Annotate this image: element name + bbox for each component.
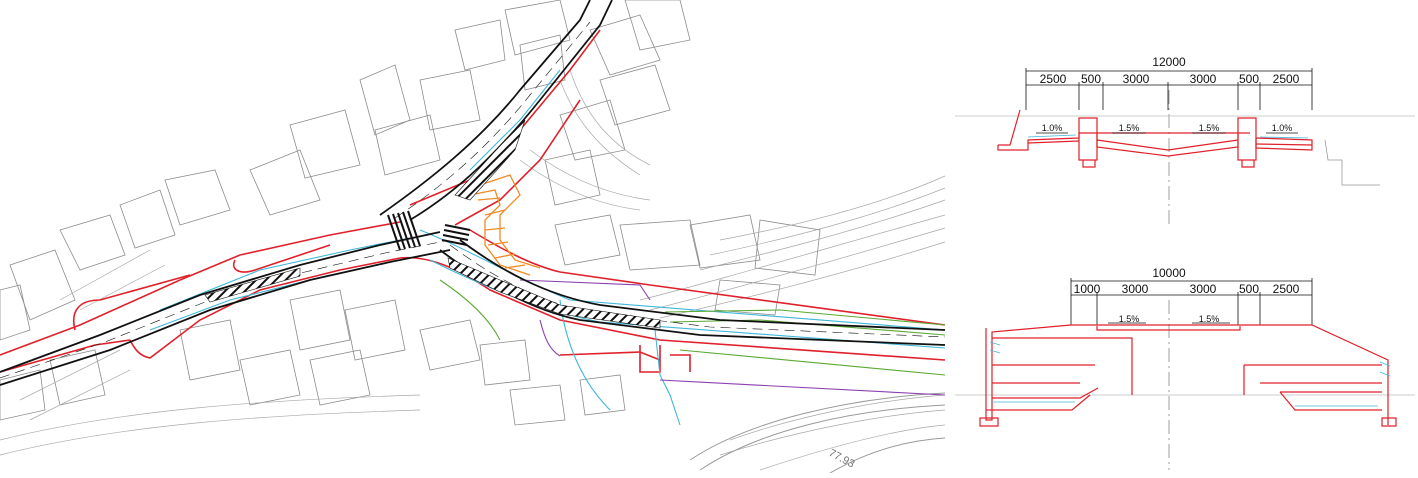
bottom-slope-2: 1.5% <box>1199 314 1220 324</box>
bottom-dim-4: 500 <box>1239 282 1259 296</box>
bottom-dim-5: 2500 <box>1273 282 1300 296</box>
purple-lines <box>519 279 946 396</box>
cross-sections: 12000 2500 500 3000 3000 500 2500 1.0% 1… <box>950 0 1418 473</box>
section-top: 12000 2500 500 3000 3000 500 2500 1.0% 1… <box>955 55 1415 225</box>
terrain-contours <box>0 69 946 471</box>
top-dim-2: 500 <box>1081 72 1101 86</box>
section-bottom: 10000 1000 3000 3000 500 2500 1.5% 1.5% <box>955 266 1415 470</box>
bottom-dim-1: 1000 <box>1074 282 1101 296</box>
plan-view: 77.93 <box>0 0 946 474</box>
bottom-dim-2: 3000 <box>1122 282 1149 296</box>
plan-drawing: 77.93 <box>0 0 946 474</box>
top-dim-1: 2500 <box>1040 72 1067 86</box>
top-slope-1: 1.0% <box>1042 123 1063 133</box>
cyan-lines <box>149 69 946 426</box>
top-dim-6: 2500 <box>1273 72 1300 86</box>
top-dim-3: 3000 <box>1123 72 1150 86</box>
hatched-zones <box>204 119 661 329</box>
section-drawing: 12000 2500 500 3000 3000 500 2500 1.0% 1… <box>955 55 1415 470</box>
green-lines <box>439 279 946 376</box>
crosswalks <box>387 210 471 251</box>
bottom-total-width: 10000 <box>1152 266 1186 280</box>
bottom-slope-1: 1.5% <box>1119 314 1140 324</box>
top-slope-4: 1.0% <box>1272 123 1293 133</box>
top-dim-5: 500 <box>1239 72 1259 86</box>
top-dim-4: 3000 <box>1190 72 1217 86</box>
bottom-dim-3: 3000 <box>1190 282 1217 296</box>
top-slope-2: 1.5% <box>1119 123 1140 133</box>
lower-road <box>689 392 946 474</box>
top-slope-3: 1.5% <box>1199 123 1220 133</box>
orange-structure <box>469 174 541 276</box>
top-total-width: 12000 <box>1152 55 1186 69</box>
building-blocks <box>0 0 821 426</box>
